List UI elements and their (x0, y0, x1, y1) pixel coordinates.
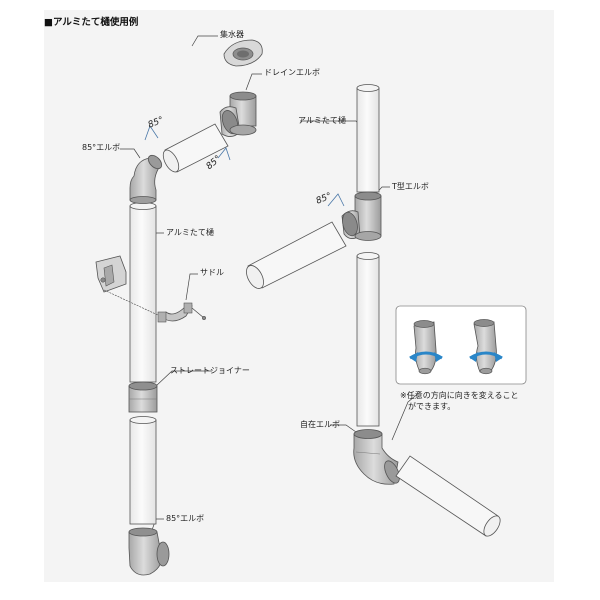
bottom-elbow (128, 527, 170, 576)
saddle-clamp (157, 302, 207, 323)
diagram-panel (44, 10, 554, 582)
page-title: ■アルミたて樋使用例 (44, 17, 139, 28)
leader-lines (120, 35, 421, 531)
top-elbow (129, 154, 163, 204)
label-straight-joiner: ストレートジョイナー (170, 366, 250, 375)
lower-right-diagonal-pipe (395, 455, 501, 537)
label-tatedoi-right: アルミたて樋 (298, 116, 346, 125)
wall-bracket (95, 255, 161, 317)
label-saddle: サドル (200, 268, 224, 277)
t-elbow (341, 191, 382, 241)
left-lower-pipe (129, 416, 157, 525)
upper-diagonal-pipe (162, 123, 229, 173)
label-bottom-elbow: 85°エルボ (166, 514, 205, 523)
label-tatedoi-left: アルミたて樋 (166, 228, 214, 237)
straight-joiner (128, 381, 158, 413)
note-line-2: ができます。 (408, 402, 456, 411)
label-free-elbow: 自在エルボ (300, 420, 340, 429)
left-vertical-pipe (129, 202, 157, 383)
collector-box (223, 39, 263, 67)
free-elbow (353, 429, 400, 485)
label-top-elbow: 85°エルボ (82, 143, 121, 152)
label-t-elbow: T型エルボ (392, 182, 429, 191)
free-elbow-inset (395, 305, 527, 385)
note-line-1: ※任意の方向に向きを変えること (400, 391, 519, 400)
label-drain-elbow: ドレインエルボ (264, 68, 320, 77)
right-upper-pipe (356, 84, 380, 193)
right-lower-pipe (356, 252, 380, 427)
long-diagonal-pipe (246, 221, 347, 289)
angle-indicators (144, 125, 345, 207)
label-collector: 集水器 (220, 30, 244, 39)
drain-elbow (219, 91, 257, 137)
